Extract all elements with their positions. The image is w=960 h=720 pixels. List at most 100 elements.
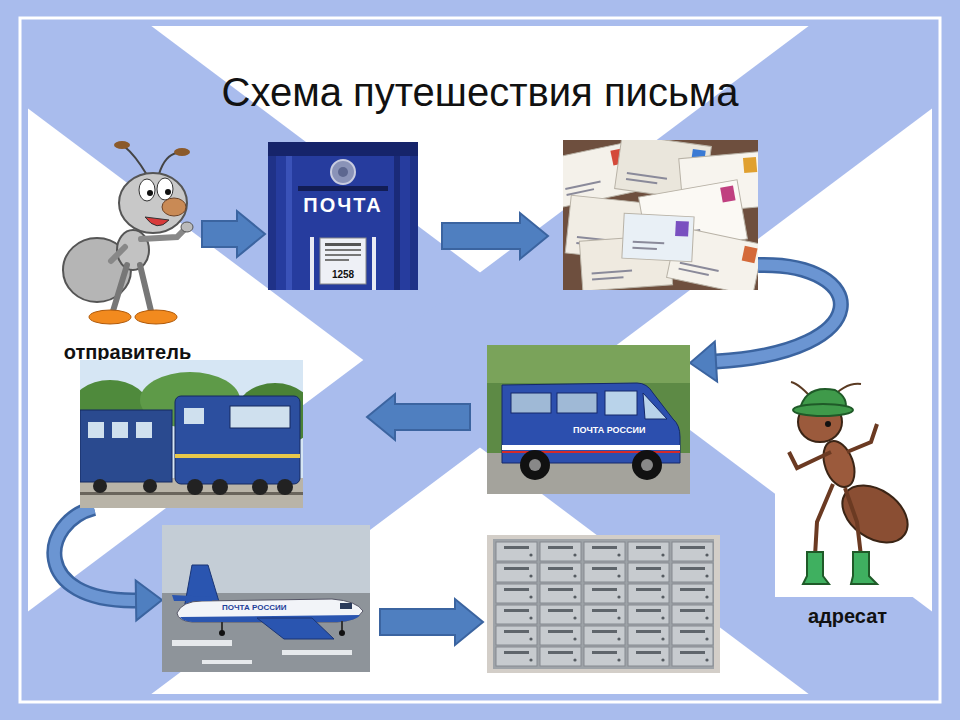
post-boxes-illustration-part [504, 546, 529, 549]
letters-illustration-part [743, 157, 757, 173]
letters-illustration-part [592, 270, 633, 275]
ant-illustration-part [119, 173, 187, 233]
mailbox-illustration-part [268, 142, 418, 290]
train-photo [80, 360, 303, 508]
post-boxes-illustration [487, 535, 720, 673]
post-boxes-illustration-part [672, 542, 713, 561]
letters-illustration-part [627, 172, 667, 180]
post-boxes-illustration-part [529, 637, 532, 640]
plane-illustration-part [341, 621, 343, 631]
ant-illustration-part [174, 148, 190, 156]
post-boxes-illustration-part [672, 626, 713, 645]
post-boxes-illustration-part [592, 651, 617, 654]
block-arrow [442, 213, 548, 259]
addressee-figure: адресат [775, 372, 920, 630]
block-arrow [367, 394, 470, 440]
ant-illustration-part [825, 421, 831, 427]
ant-illustration-part [147, 190, 153, 196]
train-illustration-part [112, 422, 128, 438]
train-illustration [80, 360, 303, 508]
post-boxes-illustration-part [496, 647, 537, 666]
mailbox-illustration-part [298, 186, 388, 191]
post-boxes-illustration-part [529, 553, 532, 556]
mailbox-photo: ПОЧТА 1258 [268, 142, 418, 290]
post-boxes-illustration-part [636, 546, 661, 549]
mailbox-number: 1258 [332, 269, 354, 281]
train-illustration-part [184, 408, 204, 424]
curved-arrow-outline [54, 508, 136, 600]
letters-illustration-part [742, 246, 758, 263]
post-boxes-illustration-part [636, 651, 661, 654]
post-boxes-illustration-part [584, 647, 625, 666]
letters-illustration-part [566, 188, 594, 196]
post-boxes-illustration-part [628, 605, 669, 624]
post-boxes-illustration-part [592, 567, 617, 570]
ant-illustration-part [181, 222, 193, 232]
ant-illustration-part [89, 310, 131, 324]
plane-illustration-part [202, 660, 252, 664]
post-boxes-illustration-part [573, 616, 576, 619]
post-boxes-illustration-part [540, 563, 581, 582]
post-boxes-illustration-part [504, 651, 529, 654]
post-boxes-illustration-part [617, 595, 620, 598]
diagonal-band [28, 26, 932, 694]
post-boxes-illustration-part [529, 574, 532, 577]
post-boxes-illustration-part [487, 535, 720, 673]
post-boxes-illustration-part [617, 637, 620, 640]
vehicle-lettering: ПОЧТА РОССИИ [573, 425, 646, 436]
post-boxes-illustration-part [672, 605, 713, 624]
van-illustration-part [487, 345, 690, 494]
post-boxes-illustration-part [672, 563, 713, 582]
mailbox-illustration-part [331, 160, 355, 184]
post-boxes-illustration-part [680, 609, 705, 612]
van-illustration-part [502, 445, 680, 450]
mailbox-sign: ПОЧТА [303, 194, 382, 216]
post-boxes-illustration-part [584, 542, 625, 561]
ant-illustration-part [125, 147, 147, 175]
letters-illustration-part [626, 178, 657, 184]
post-boxes-illustration-part [548, 651, 573, 654]
letters-illustration-part [633, 241, 665, 245]
van-illustration-part [557, 393, 597, 413]
ant-illustration-part [803, 552, 829, 584]
post-boxes-illustration-part [661, 616, 664, 619]
post-boxes-illustration-part [584, 563, 625, 582]
letters-illustration-part [622, 213, 694, 262]
post-boxes-illustration-part [592, 588, 617, 591]
post-boxes-illustration-part [636, 630, 661, 633]
van-illustration-part [605, 391, 637, 415]
flow-arrow [367, 394, 470, 440]
van-illustration-part [487, 345, 690, 383]
post-boxes-illustration-part [636, 609, 661, 612]
van-illustration-part [502, 383, 680, 463]
train-illustration-part [187, 479, 203, 495]
block-arrow [380, 599, 483, 645]
van-illustration-part [643, 393, 667, 419]
ant-illustration-part [140, 265, 151, 311]
curved-arrow [54, 508, 136, 600]
letters-illustration [563, 140, 758, 290]
train-illustration-part [277, 479, 293, 495]
flow-arrow [380, 599, 483, 645]
train-illustration-part [175, 454, 300, 458]
post-boxes-illustration-part [584, 605, 625, 624]
diagonal-band [28, 26, 932, 694]
role-label: адресат [808, 604, 887, 628]
post-boxes-illustration-part [504, 630, 529, 633]
arrow-head [690, 342, 717, 382]
mail-plane-photo: ПОЧТА РОССИИ [162, 525, 370, 672]
post-boxes-illustration-part [496, 563, 537, 582]
plane-illustration-part [257, 618, 334, 639]
train-illustration-part [136, 422, 152, 438]
mailbox-illustration-part [276, 142, 410, 290]
train-illustration-part [93, 479, 107, 493]
plane-illustration-part [172, 595, 212, 601]
plane-illustration-part [172, 640, 232, 646]
van-illustration [487, 345, 690, 494]
post-boxes-illustration-part [548, 546, 573, 549]
letters-photo [563, 140, 758, 290]
mailbox-illustration-part [320, 238, 366, 284]
van-illustration-part [520, 450, 550, 480]
